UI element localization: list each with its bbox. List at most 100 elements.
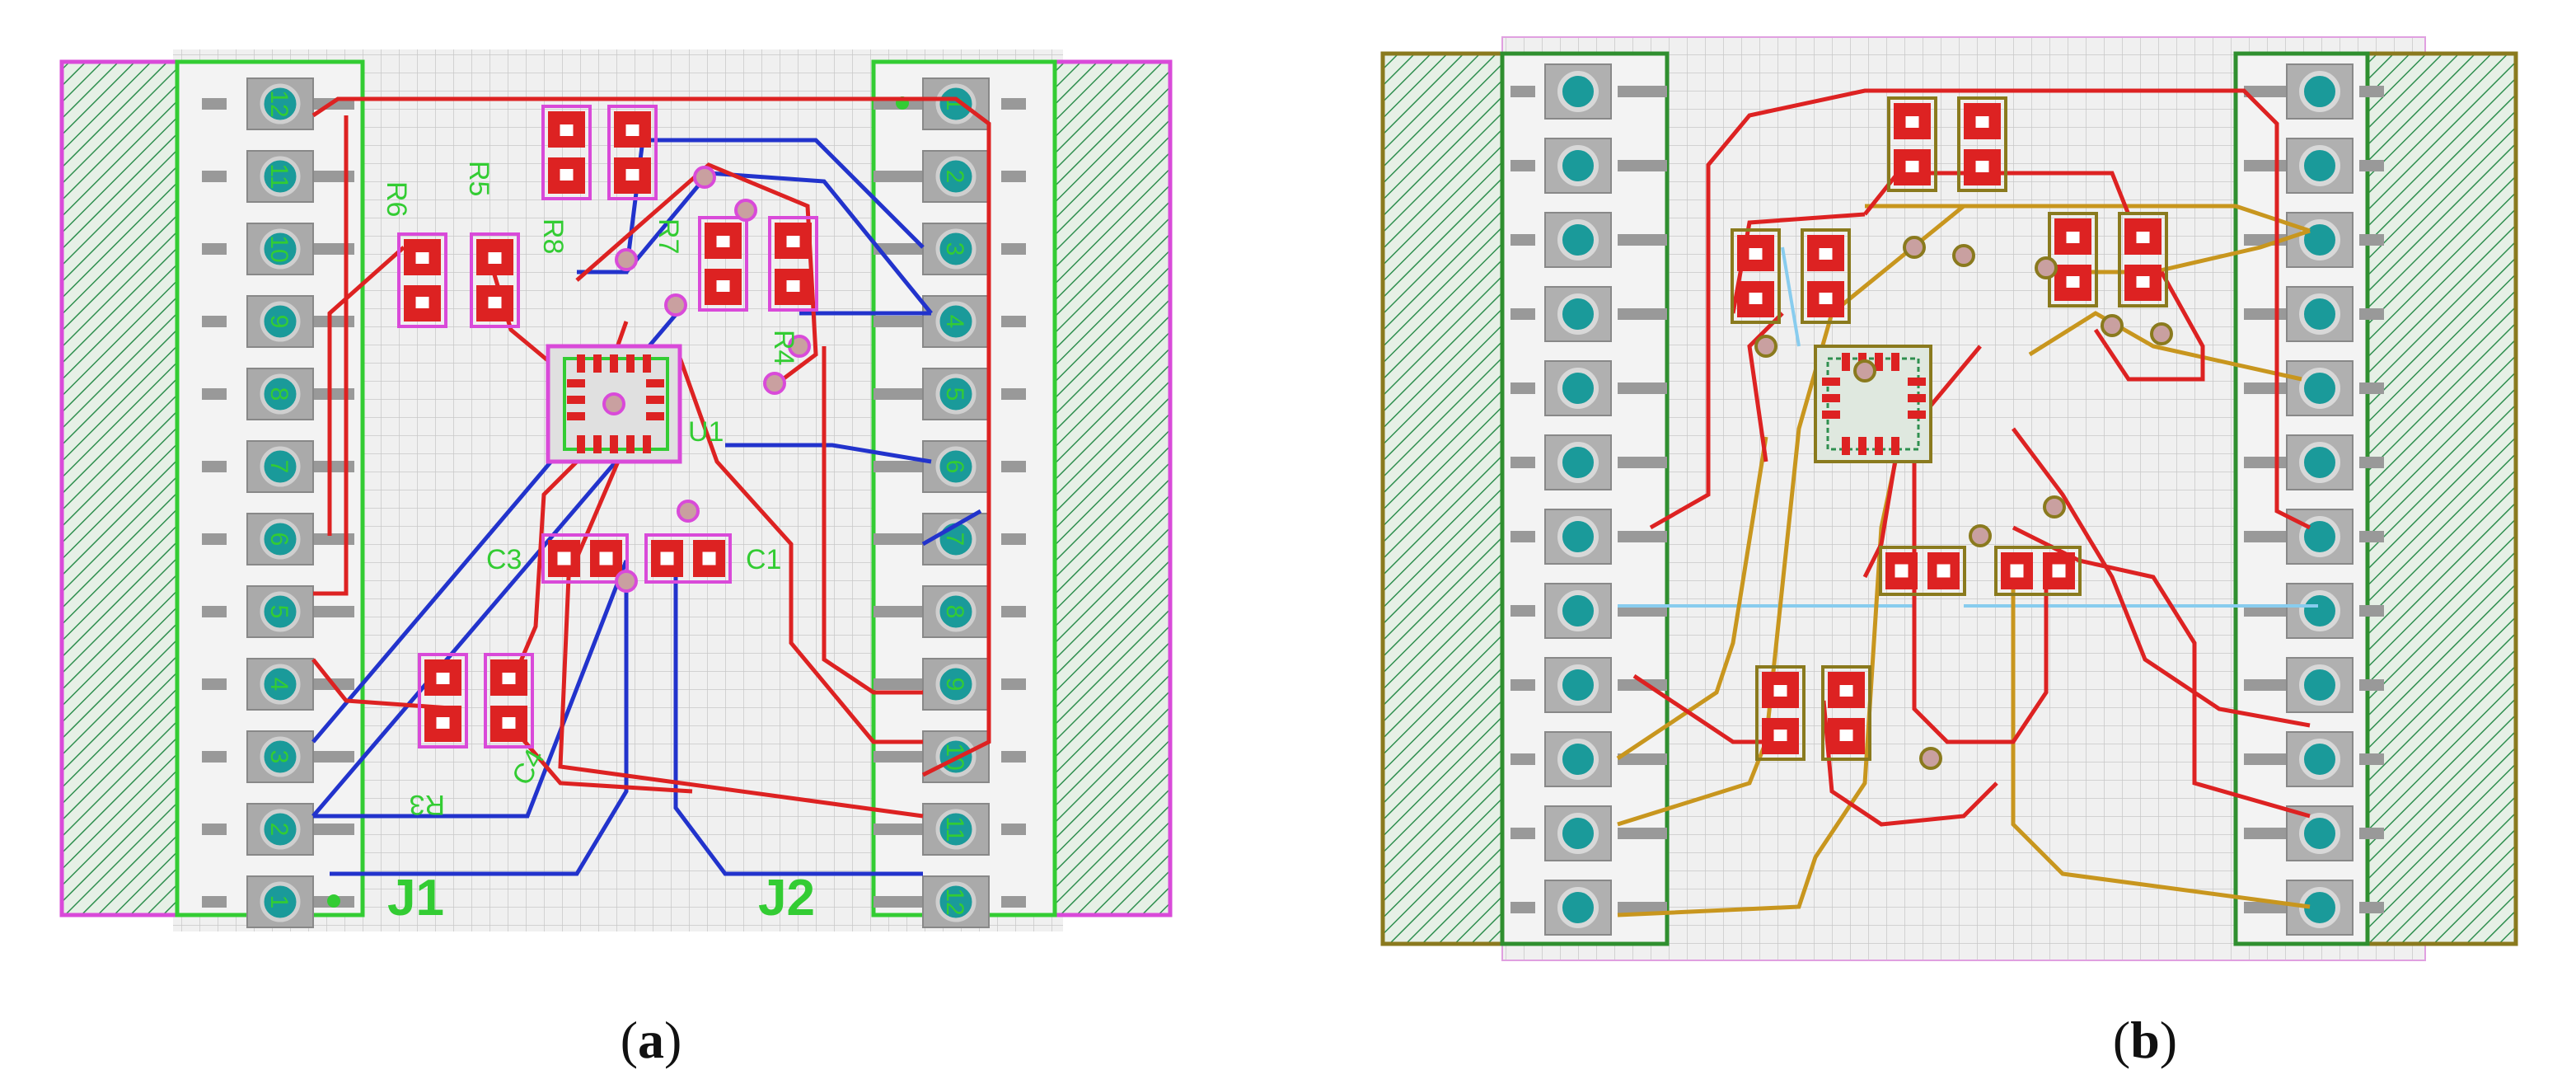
- j2-pin-number: 8: [941, 605, 968, 619]
- left-pin-pad: [1510, 286, 1667, 342]
- via: [2035, 256, 2058, 279]
- j1-pin-number: 1: [265, 895, 293, 909]
- smd-component: [1731, 228, 1781, 324]
- smd-component: [1755, 665, 1806, 761]
- smd-component: [1879, 546, 1966, 596]
- via: [788, 335, 811, 358]
- left-pin-pad: [1510, 509, 1667, 565]
- j2-pin-pad: 2: [873, 150, 1026, 203]
- ic-pads: [1822, 353, 1926, 455]
- smd-component: [1957, 96, 2007, 192]
- left-pin-pad: [1510, 212, 1667, 268]
- vias: [602, 166, 811, 593]
- smd-component: [1887, 96, 1937, 192]
- left-pin-pad: [1510, 63, 1667, 120]
- j2-pin-pad: 9: [873, 658, 1026, 711]
- j1-pin-number: 3: [265, 750, 293, 764]
- j1-pin-number: 6: [265, 533, 293, 547]
- smd-component: [644, 533, 732, 584]
- pcb-layout-b: [1380, 36, 2518, 961]
- via: [664, 293, 687, 317]
- label-r7: R7: [653, 218, 684, 254]
- j1-pin-pad: 2: [202, 803, 354, 856]
- j2-pin-number: 5: [941, 387, 968, 401]
- caption-a: (a): [620, 1011, 682, 1069]
- right-pin-pad: [2244, 138, 2384, 194]
- j2-pin-pad: 6: [873, 440, 1026, 493]
- connector-left-outline: [1500, 51, 1670, 946]
- via: [763, 372, 786, 395]
- j2-pin-pad: 11: [873, 803, 1026, 856]
- j1-pin-pad: 6: [202, 513, 354, 565]
- via: [615, 248, 638, 271]
- j2-pin-number: 11: [941, 816, 968, 842]
- j2-pin-number: 9: [941, 678, 968, 692]
- smd-component: [397, 232, 447, 328]
- smd-components: [397, 105, 818, 748]
- via: [602, 392, 625, 415]
- smd-component: [607, 105, 658, 200]
- j2-pin-pad: 4: [873, 295, 1026, 348]
- smd-component: [470, 232, 520, 328]
- right-pin-pad: [2244, 509, 2384, 565]
- j2-pin-pad: 5: [873, 368, 1026, 420]
- via: [734, 199, 757, 222]
- j1-pin-number: 11: [265, 163, 293, 189]
- via: [2150, 322, 2173, 345]
- via: [2101, 314, 2124, 337]
- right-pin-pad: [2244, 434, 2384, 490]
- via: [1919, 747, 1942, 770]
- j1-pin-number: 2: [265, 823, 293, 837]
- via: [677, 500, 700, 523]
- smd-components: [1731, 96, 2168, 761]
- via: [2043, 495, 2066, 519]
- via: [1952, 244, 1975, 267]
- via: [1969, 524, 1992, 547]
- label-r3: R3: [410, 789, 445, 820]
- right-pin-pad: [2244, 212, 2384, 268]
- j1-pin-number: 5: [265, 605, 293, 619]
- left-pin-pad: [1510, 583, 1667, 639]
- j2-pin-number: 4: [941, 315, 968, 329]
- j2-pin-pad: 3: [873, 223, 1026, 275]
- label-c1: C1: [746, 544, 781, 575]
- smd-component: [541, 105, 592, 200]
- light-traces: [1618, 246, 2318, 608]
- label-r8: R8: [537, 218, 569, 254]
- label-r5: R5: [463, 161, 494, 196]
- j2-pin-pad: 12: [873, 875, 1026, 928]
- j2-pin-number: 2: [941, 170, 968, 184]
- j2-pin-pad: 8: [873, 585, 1026, 638]
- right-pin-pads: [2244, 63, 2384, 936]
- j1-pin-number: 12: [265, 90, 293, 117]
- connector-right-outline: [2233, 51, 2370, 946]
- label-r6: R6: [381, 181, 412, 217]
- smd-component: [484, 653, 534, 748]
- label-r4: R4: [768, 330, 799, 365]
- j2-pin-number: 6: [941, 460, 968, 474]
- connector-label-j1: J1: [387, 870, 444, 927]
- j1-pin-number: 10: [265, 235, 293, 262]
- left-pin-pad: [1510, 805, 1667, 861]
- u1-pads: [567, 354, 664, 453]
- j1-pin-number: 8: [265, 387, 293, 401]
- left-pin-pad: [1510, 731, 1667, 787]
- via: [1853, 359, 1876, 382]
- right-pin-pad: [2244, 583, 2384, 639]
- j1-pin-pad: 3: [202, 730, 354, 783]
- left-pin-pad: [1510, 360, 1667, 416]
- right-pin-pad: [2244, 731, 2384, 787]
- caption-b: (b): [2112, 1011, 2178, 1069]
- j1-pin-pad: 5: [202, 585, 354, 638]
- smd-component: [1994, 546, 2082, 596]
- smd-component: [1801, 228, 1851, 324]
- j1-pin-pad: 12: [202, 77, 354, 130]
- right-pin-pad: [2244, 360, 2384, 416]
- j1-pin-number: 7: [265, 460, 293, 474]
- smd-component: [418, 653, 468, 748]
- smd-component: [698, 216, 748, 312]
- vias: [1754, 236, 2173, 770]
